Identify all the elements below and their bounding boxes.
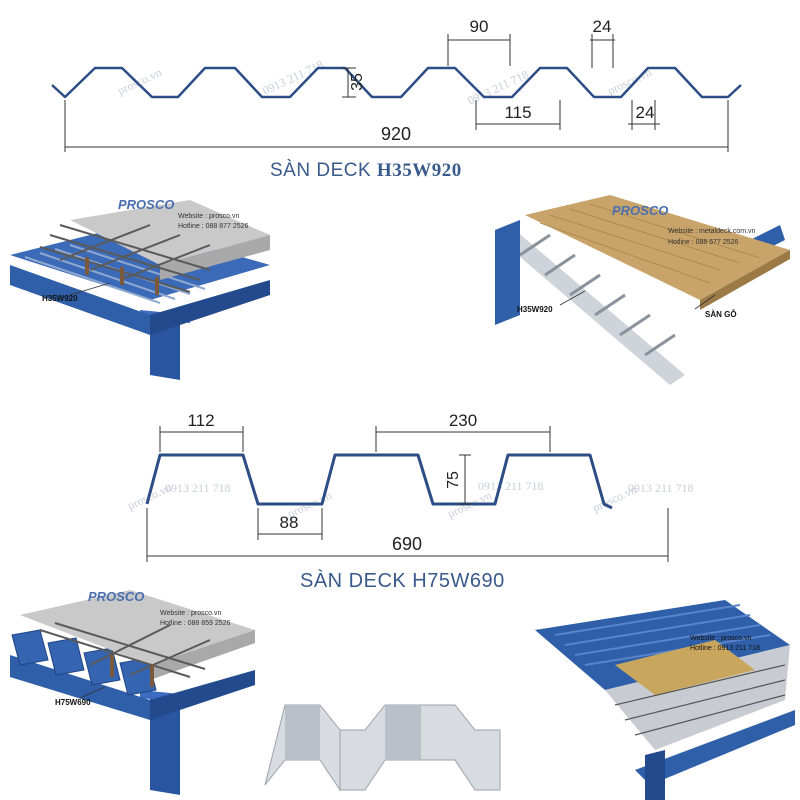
- hotline-text: Hotline : 088 859 2526: [160, 620, 231, 627]
- dimension-pitch: [475, 100, 561, 130]
- watermark: 0913 211 718: [628, 481, 694, 495]
- dimension-top-width: [447, 34, 511, 66]
- watermark: 0913 211 718: [478, 479, 544, 493]
- title-code: H35W920: [376, 160, 462, 181]
- dimension-bottom-width: [257, 508, 323, 540]
- hotline-text: Hotline : 088 577 2526: [668, 239, 739, 246]
- website-text: Website : prosco.vn: [178, 213, 239, 220]
- photo-roof-assembly: Website : prosco.vn Hotline : 0913 211 7…: [535, 600, 795, 800]
- prosco-logo: PROSCO: [118, 197, 174, 212]
- title-prefix: SÀN DECK: [270, 160, 372, 181]
- deck-callout-label: H75W690: [55, 698, 91, 707]
- hotline-text: Hotline : 0913 211 718: [690, 645, 760, 652]
- dimension-flat-top: [590, 34, 615, 68]
- deck-callout-label: H35W920: [517, 305, 553, 314]
- dimension-pitch: [375, 426, 551, 452]
- photo-concrete-deck-h35w920: PROSCO Website : prosco.vn Hotline : 088…: [10, 197, 270, 380]
- dimension-label-flat-bottom: 24: [636, 103, 655, 122]
- prosco-logo: PROSCO: [88, 589, 144, 604]
- website-text: Website : prosco.vn: [690, 635, 751, 642]
- profile-h75w690-drawing: prosco.vn 0913 211 718 prosco.vn prosco.…: [125, 411, 694, 562]
- photo-bare-deck-sheet: [264, 704, 501, 792]
- photo-wood-deck-h35w920: PROSCO Website : metaldeck.com.vn Hotlin…: [495, 195, 790, 385]
- prosco-logo: PROSCO: [612, 203, 668, 218]
- website-text: Website : metaldeck.com.vn: [668, 228, 756, 235]
- dimension-height: [459, 454, 471, 505]
- wood-floor-callout-label: SÀN GỖ: [705, 310, 737, 319]
- dimension-total-width: [64, 100, 729, 152]
- hotline-text: Hotline : 088 877 2526: [178, 223, 249, 230]
- dimension-label-pitch: 230: [449, 411, 477, 430]
- watermark: 0913 211 718: [165, 481, 231, 495]
- profile-title-h75w690: SÀN DECK H75W690: [300, 570, 505, 592]
- profile-title-h35w920: SÀN DECK H35W920: [270, 160, 462, 182]
- dimension-label-bottom-width: 88: [280, 513, 299, 532]
- dimension-label-top-width: 112: [187, 411, 214, 430]
- deck-callout-label: H35W920: [42, 294, 78, 303]
- dimension-label-total-width: 920: [381, 124, 411, 144]
- deck-profile-line: [145, 453, 613, 510]
- dimension-flat-bottom: [628, 100, 660, 130]
- deck-profile-line: [51, 66, 742, 99]
- website-text: Website : prosco.vn: [160, 610, 221, 617]
- dimension-label-pitch: 115: [504, 103, 531, 122]
- dimension-top-width: [159, 426, 244, 452]
- dimension-label-height: 35: [349, 73, 366, 91]
- dimension-label-height: 75: [445, 471, 462, 489]
- dimension-label-flat-top: 24: [593, 17, 612, 36]
- watermark: 0913 211 718: [260, 57, 325, 97]
- dimension-total-width: [146, 508, 669, 562]
- dimension-label-top-width: 90: [470, 17, 489, 36]
- dimension-height: [342, 67, 356, 98]
- profile-h35w920-drawing: prosco.vn 0913 211 718 0913 211 718 pros…: [51, 17, 742, 152]
- photo-concrete-deck-h75w690: PROSCO Website : prosco.vn Hotline : 088…: [10, 589, 255, 795]
- dimension-label-total-width: 690: [392, 534, 422, 554]
